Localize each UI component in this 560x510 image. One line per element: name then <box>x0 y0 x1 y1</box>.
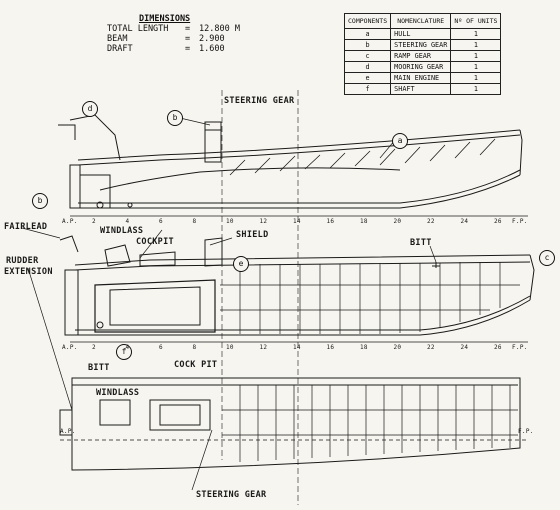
callout-e-mid: e <box>233 256 249 272</box>
label-extension: EXTENSION <box>4 267 53 277</box>
station-ap-mid: A.P. <box>62 344 78 351</box>
dimensions-block: DIMENSIONS TOTAL LENGTH = 12.800 M BEAM … <box>107 14 240 54</box>
station-tick-label: 18 <box>360 344 368 351</box>
station-tick-label: 22 <box>427 344 435 351</box>
station-tick-label: 6 <box>159 344 163 351</box>
station-tick-label: 14 <box>293 218 301 225</box>
station-fp-top: F.P. <box>512 218 528 225</box>
station-tick-label: 12 <box>259 218 268 225</box>
station-ap-plan: A.P. <box>60 428 76 435</box>
dimension-row: TOTAL LENGTH = 12.800 M <box>107 24 240 34</box>
callout-a-top: a <box>392 133 408 149</box>
table-row: d MOORING GEAR 1 <box>343 61 502 73</box>
label-bitt-plan: BITT <box>88 363 110 373</box>
station-tick-label: 8 <box>192 344 197 351</box>
station-tick-label: 2 <box>92 344 96 351</box>
label-cockpit-plan: COCK PIT <box>174 360 218 370</box>
station-tick-label: 24 <box>460 344 469 351</box>
table-row: b STEERING GEAR 1 <box>343 39 502 51</box>
station-tick-label: 12 <box>259 344 268 351</box>
callout-d-top: d <box>82 101 98 117</box>
table-row: a HULL 1 <box>343 28 502 40</box>
dimension-row: DRAFT = 1.600 <box>107 44 225 54</box>
station-fp-plan: F.P. <box>518 428 534 435</box>
callout-b-top: b <box>167 110 183 126</box>
station-ap-top: A.P. <box>62 218 78 225</box>
callout-f-mid: f <box>116 344 132 360</box>
station-tick-label: 18 <box>360 218 368 225</box>
station-tick-label: 16 <box>326 218 335 225</box>
callout-c-mid: c <box>539 250 555 266</box>
label-fairlead: FAIRLEAD <box>4 222 48 232</box>
components-table: COMPONENTS NOMENCLATURE Nº OF UNITS a HU… <box>343 13 502 95</box>
label-bitt-mid: BITT <box>410 238 432 248</box>
station-tick-label: 24 <box>460 218 469 225</box>
table-header-row: COMPONENTS NOMENCLATURE Nº OF UNITS <box>343 13 502 29</box>
station-tick-label: 26 <box>494 218 502 225</box>
dimension-row: BEAM = 2.900 <box>107 34 225 44</box>
table-row: c RAMP GEAR 1 <box>343 50 502 62</box>
callout-b-left: b <box>32 193 48 209</box>
label-steering-gear-bottom: STEERING GEAR <box>196 490 267 500</box>
dimensions-title: DIMENSIONS <box>139 14 191 24</box>
station-fp-mid: F.P. <box>512 344 528 351</box>
station-tick-label: 16 <box>326 344 335 351</box>
plan-view <box>59 377 528 471</box>
station-tick-label: 10 <box>226 344 234 351</box>
label-cockpit-mid: COCKPIT <box>136 237 174 247</box>
station-tick-label: 6 <box>159 218 163 225</box>
inboard-profile-view <box>59 235 535 343</box>
station-tick-label: 4 <box>125 218 130 225</box>
station-tick-label: 20 <box>393 218 402 225</box>
table-row: e MAIN ENGINE 1 <box>343 72 502 84</box>
station-tick-label: 8 <box>192 218 197 225</box>
station-tick-label: 22 <box>427 218 435 225</box>
station-tick-label: 14 <box>293 344 301 351</box>
label-windlass-plan: WINDLASS <box>96 388 140 398</box>
label-steering-gear-top: STEERING GEAR <box>224 96 295 106</box>
label-shield: SHIELD <box>236 230 269 240</box>
label-windlass-mid: WINDLASS <box>100 226 144 236</box>
label-rudder: RUDDER <box>6 256 39 266</box>
table-row: f SHAFT 1 <box>343 83 502 95</box>
station-tick-label: 10 <box>226 218 234 225</box>
station-tick-label: 20 <box>393 344 402 351</box>
station-tick-label: 26 <box>494 344 502 351</box>
station-tick-label: 2 <box>92 218 96 225</box>
station-tick-label: 4 <box>125 344 130 351</box>
profile-view <box>58 114 528 217</box>
